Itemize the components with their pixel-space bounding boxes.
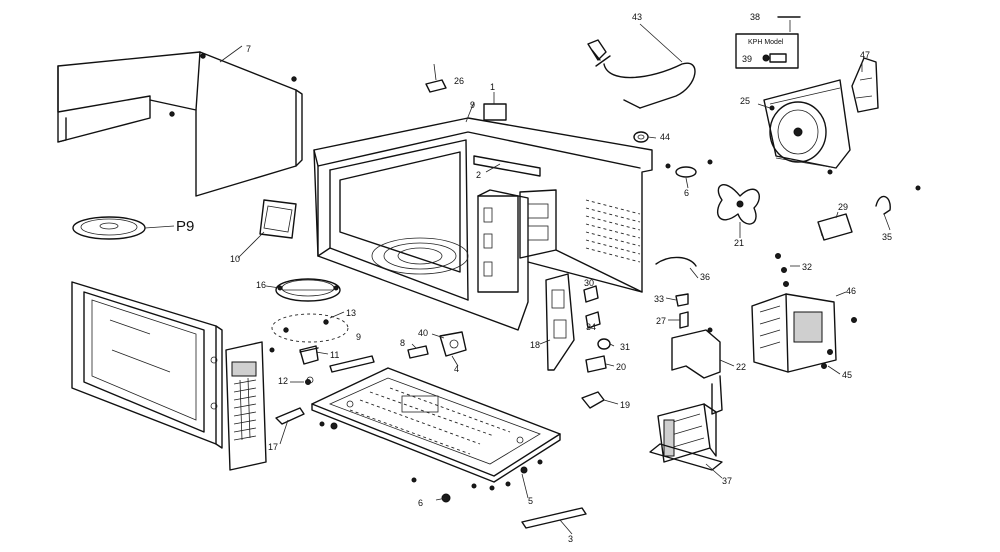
switch-34 bbox=[585, 311, 601, 329]
magnetron bbox=[751, 291, 857, 373]
turntable-glass-tray bbox=[72, 216, 175, 240]
capacitor-bracket bbox=[875, 185, 921, 231]
label-10: 10 bbox=[230, 254, 240, 264]
interlock-switch-bracket bbox=[545, 273, 575, 371]
label-2: 2 bbox=[476, 170, 481, 180]
label-p9: P9 bbox=[176, 218, 194, 235]
part-number-labels: 7 P9 10 16 13 11 12 9 8 40 17 26 1 9 2 4… bbox=[176, 12, 892, 544]
waveguide-cover bbox=[259, 199, 297, 239]
label-12: 12 bbox=[278, 376, 288, 386]
label-47: 47 bbox=[860, 50, 870, 60]
switch-33 bbox=[675, 293, 689, 307]
label-33: 33 bbox=[654, 294, 664, 304]
switch-30 bbox=[583, 285, 599, 303]
oven-door-assembly bbox=[71, 281, 223, 449]
wire-lead bbox=[655, 256, 697, 267]
high-voltage-capacitor bbox=[817, 213, 853, 241]
base-plate bbox=[311, 367, 561, 483]
label-3: 3 bbox=[568, 534, 573, 544]
foot-strip bbox=[521, 507, 587, 535]
power-cord bbox=[587, 23, 696, 109]
magnetron-duct bbox=[671, 327, 723, 415]
top-clip bbox=[425, 63, 447, 93]
vent-grille bbox=[585, 199, 641, 263]
label-kph-model: KPH Model bbox=[748, 39, 784, 46]
turntable-motor bbox=[439, 331, 467, 357]
label-1: 1 bbox=[490, 82, 495, 92]
label-18: 18 bbox=[530, 340, 540, 350]
label-35: 35 bbox=[882, 232, 892, 242]
label-40: 40 bbox=[418, 328, 428, 338]
label-37: 37 bbox=[722, 476, 732, 486]
label-44: 44 bbox=[660, 132, 670, 142]
label-6-bottom: 6 bbox=[418, 498, 423, 508]
label-31: 31 bbox=[620, 342, 630, 352]
screw-38 bbox=[777, 16, 801, 32]
switch-19 bbox=[581, 391, 605, 409]
cooling-fan-blade bbox=[717, 184, 760, 225]
switch-20 bbox=[585, 355, 607, 373]
thermal-cutout bbox=[665, 159, 713, 178]
label-34: 34 bbox=[586, 322, 596, 332]
label-29: 29 bbox=[838, 202, 848, 212]
label-9-small: 9 bbox=[356, 332, 361, 342]
screw-12 bbox=[305, 379, 311, 385]
label-27: 27 bbox=[656, 316, 666, 326]
label-7: 7 bbox=[246, 44, 251, 54]
label-25: 25 bbox=[740, 96, 750, 106]
label-19: 19 bbox=[620, 400, 630, 410]
label-39: 39 bbox=[742, 54, 752, 64]
label-20: 20 bbox=[616, 362, 626, 372]
coupler-11 bbox=[299, 347, 319, 353]
label-30: 30 bbox=[584, 278, 594, 288]
fan-bracket bbox=[851, 57, 879, 113]
latch-lever bbox=[275, 407, 305, 425]
label-38: 38 bbox=[750, 12, 760, 22]
label-4: 4 bbox=[454, 364, 459, 374]
small-block-8 bbox=[407, 345, 429, 359]
fan-motor-housing bbox=[763, 79, 851, 175]
oven-cavity-assembly bbox=[313, 117, 653, 331]
control-panel bbox=[225, 341, 275, 471]
outer-cabinet-wrapper bbox=[57, 51, 303, 197]
label-5: 5 bbox=[528, 496, 533, 506]
base-screws bbox=[319, 421, 543, 503]
high-voltage-transformer bbox=[649, 403, 723, 471]
label-21: 21 bbox=[734, 238, 744, 248]
label-45: 45 bbox=[842, 370, 852, 380]
label-32: 32 bbox=[802, 262, 812, 272]
label-46: 46 bbox=[846, 286, 856, 296]
label-13: 13 bbox=[346, 308, 356, 318]
hv-fuse-screws bbox=[775, 253, 800, 287]
label-17: 17 bbox=[268, 442, 278, 452]
kph-model-box bbox=[735, 33, 799, 69]
switch-31 bbox=[597, 338, 611, 350]
label-22: 22 bbox=[736, 362, 746, 372]
label-11: 11 bbox=[330, 350, 339, 360]
roller-guide-ring bbox=[275, 278, 341, 302]
leader-lines bbox=[219, 45, 863, 499]
label-26: 26 bbox=[454, 76, 464, 86]
switch-27 bbox=[679, 311, 689, 329]
small-bracket-9 bbox=[329, 355, 375, 373]
ferrite-core bbox=[633, 131, 649, 143]
label-6-right: 6 bbox=[684, 188, 689, 198]
label-sticker bbox=[483, 103, 507, 121]
roller-stay-dashed bbox=[271, 313, 349, 343]
label-16: 16 bbox=[256, 280, 266, 290]
label-8: 8 bbox=[400, 338, 405, 348]
label-36: 36 bbox=[700, 272, 710, 282]
label-43: 43 bbox=[632, 12, 642, 22]
